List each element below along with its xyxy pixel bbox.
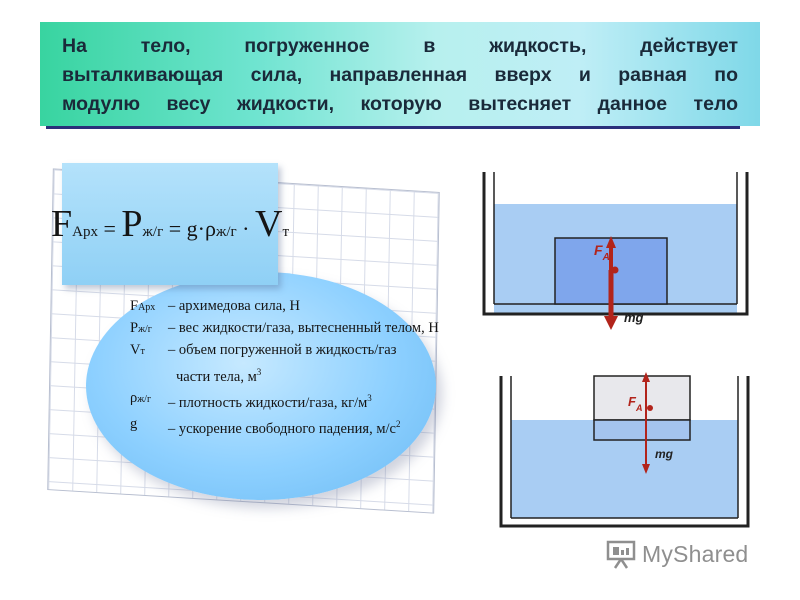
title-line-1: На тело, погруженное в жидкость, действу… xyxy=(62,35,738,57)
gravity-arrowhead xyxy=(604,316,618,330)
buoyancy-label: FA xyxy=(594,242,610,263)
formula-V-sub: т xyxy=(282,224,289,240)
title-line-2: выталкивающая сила, направленная вверх и… xyxy=(62,64,738,86)
legend-symbol: F xyxy=(130,298,139,314)
legend-row: Vт – объем погруженной в жидкость/газ xyxy=(130,340,430,362)
legend-description: – ускорение свободного падения, м/с xyxy=(168,420,396,437)
buoyancy-label: FA xyxy=(628,394,642,413)
legend-row: ρж/г – плотность жидкости/газа, кг/м3 xyxy=(130,388,430,414)
title-line-3: модулю весу жидкости, которую вытесняет … xyxy=(62,93,738,115)
formula-eq-2: = xyxy=(163,216,187,241)
formula-rho: ρ xyxy=(204,216,216,241)
legend-symbol: g xyxy=(130,415,138,432)
formula-dot-2: · xyxy=(236,216,255,241)
submerged-body-diagram: FA mg xyxy=(482,172,749,330)
vessel xyxy=(499,376,750,528)
legend-description: – архимедова сила, Н xyxy=(168,298,300,314)
formula-eq-1: = xyxy=(97,216,122,241)
watermark-text: MyShared xyxy=(642,540,749,567)
center-of-mass xyxy=(647,405,653,411)
gravity-arrowhead xyxy=(642,464,650,474)
legend-description: части тела, м xyxy=(176,368,257,385)
legend-row: Pж/г – вес жидкости/газа, вытесненный те… xyxy=(130,318,439,340)
formula-dot-1: · xyxy=(197,216,205,241)
center-of-mass xyxy=(611,266,619,274)
formula-P: P xyxy=(121,203,143,245)
title-underline xyxy=(46,126,740,129)
title-text: На тело, погруженное в жидкость, действу… xyxy=(62,32,738,119)
gravity-label: mg xyxy=(655,447,674,461)
buoyancy-arrowhead xyxy=(606,236,616,248)
vessel xyxy=(482,172,749,316)
watermark-logo: MyShared xyxy=(606,536,766,572)
legend-row: FАрх – архимедова сила, Н xyxy=(130,296,430,318)
title-banner: На тело, погруженное в жидкость, действу… xyxy=(40,22,760,126)
formula-F: F xyxy=(51,203,73,245)
legend-symbol: ρ xyxy=(130,389,138,406)
formula-card: FАрх = Pж/г = g·ρж/г · Vт xyxy=(51,163,289,285)
legend-oval xyxy=(86,272,436,500)
floating-body-above xyxy=(593,375,691,421)
legend-symbol-sub: Арх xyxy=(138,302,156,313)
legend-symbol-sub: т xyxy=(140,346,145,357)
legend-description: – вес жидкости/газа, вытесненный телом, … xyxy=(168,320,439,336)
archimedes-formula: FАрх = Pж/г = g·ρж/г · Vт xyxy=(51,205,289,243)
formula-g: g xyxy=(186,216,198,241)
legend-symbol-sub: ж/г xyxy=(138,324,152,335)
formula-F-sub: Арх xyxy=(72,224,98,240)
buoyancy-arrowhead xyxy=(642,372,650,382)
formula-P-sub: ж/г xyxy=(142,224,164,240)
legend-row: g – ускорение свободного падения, м/с2 xyxy=(130,414,430,440)
legend-superscript: 3 xyxy=(367,392,372,403)
legend-superscript: 3 xyxy=(256,367,262,377)
formula-legend: FАрх – архимедова сила, Н Pж/г – вес жид… xyxy=(130,296,439,440)
gravity-label: mg xyxy=(624,310,644,325)
legend-symbol-sub: ж/г xyxy=(137,393,152,405)
formula-V: V xyxy=(254,203,283,245)
floating-body-diagram: FA mg xyxy=(499,372,750,528)
legend-superscript: 2 xyxy=(395,418,401,429)
legend-description: – объем погруженной в жидкость/газ xyxy=(168,342,397,358)
legend-row: части тела, м3 xyxy=(130,362,430,388)
legend-symbol: V xyxy=(130,342,141,358)
legend-symbol: P xyxy=(130,320,139,336)
formula-rho-sub: ж/г xyxy=(215,224,237,240)
floating-body-below xyxy=(593,419,691,441)
presentation-board-icon xyxy=(606,540,636,569)
legend-description: – плотность жидкости/газа, кг/м xyxy=(168,394,368,411)
